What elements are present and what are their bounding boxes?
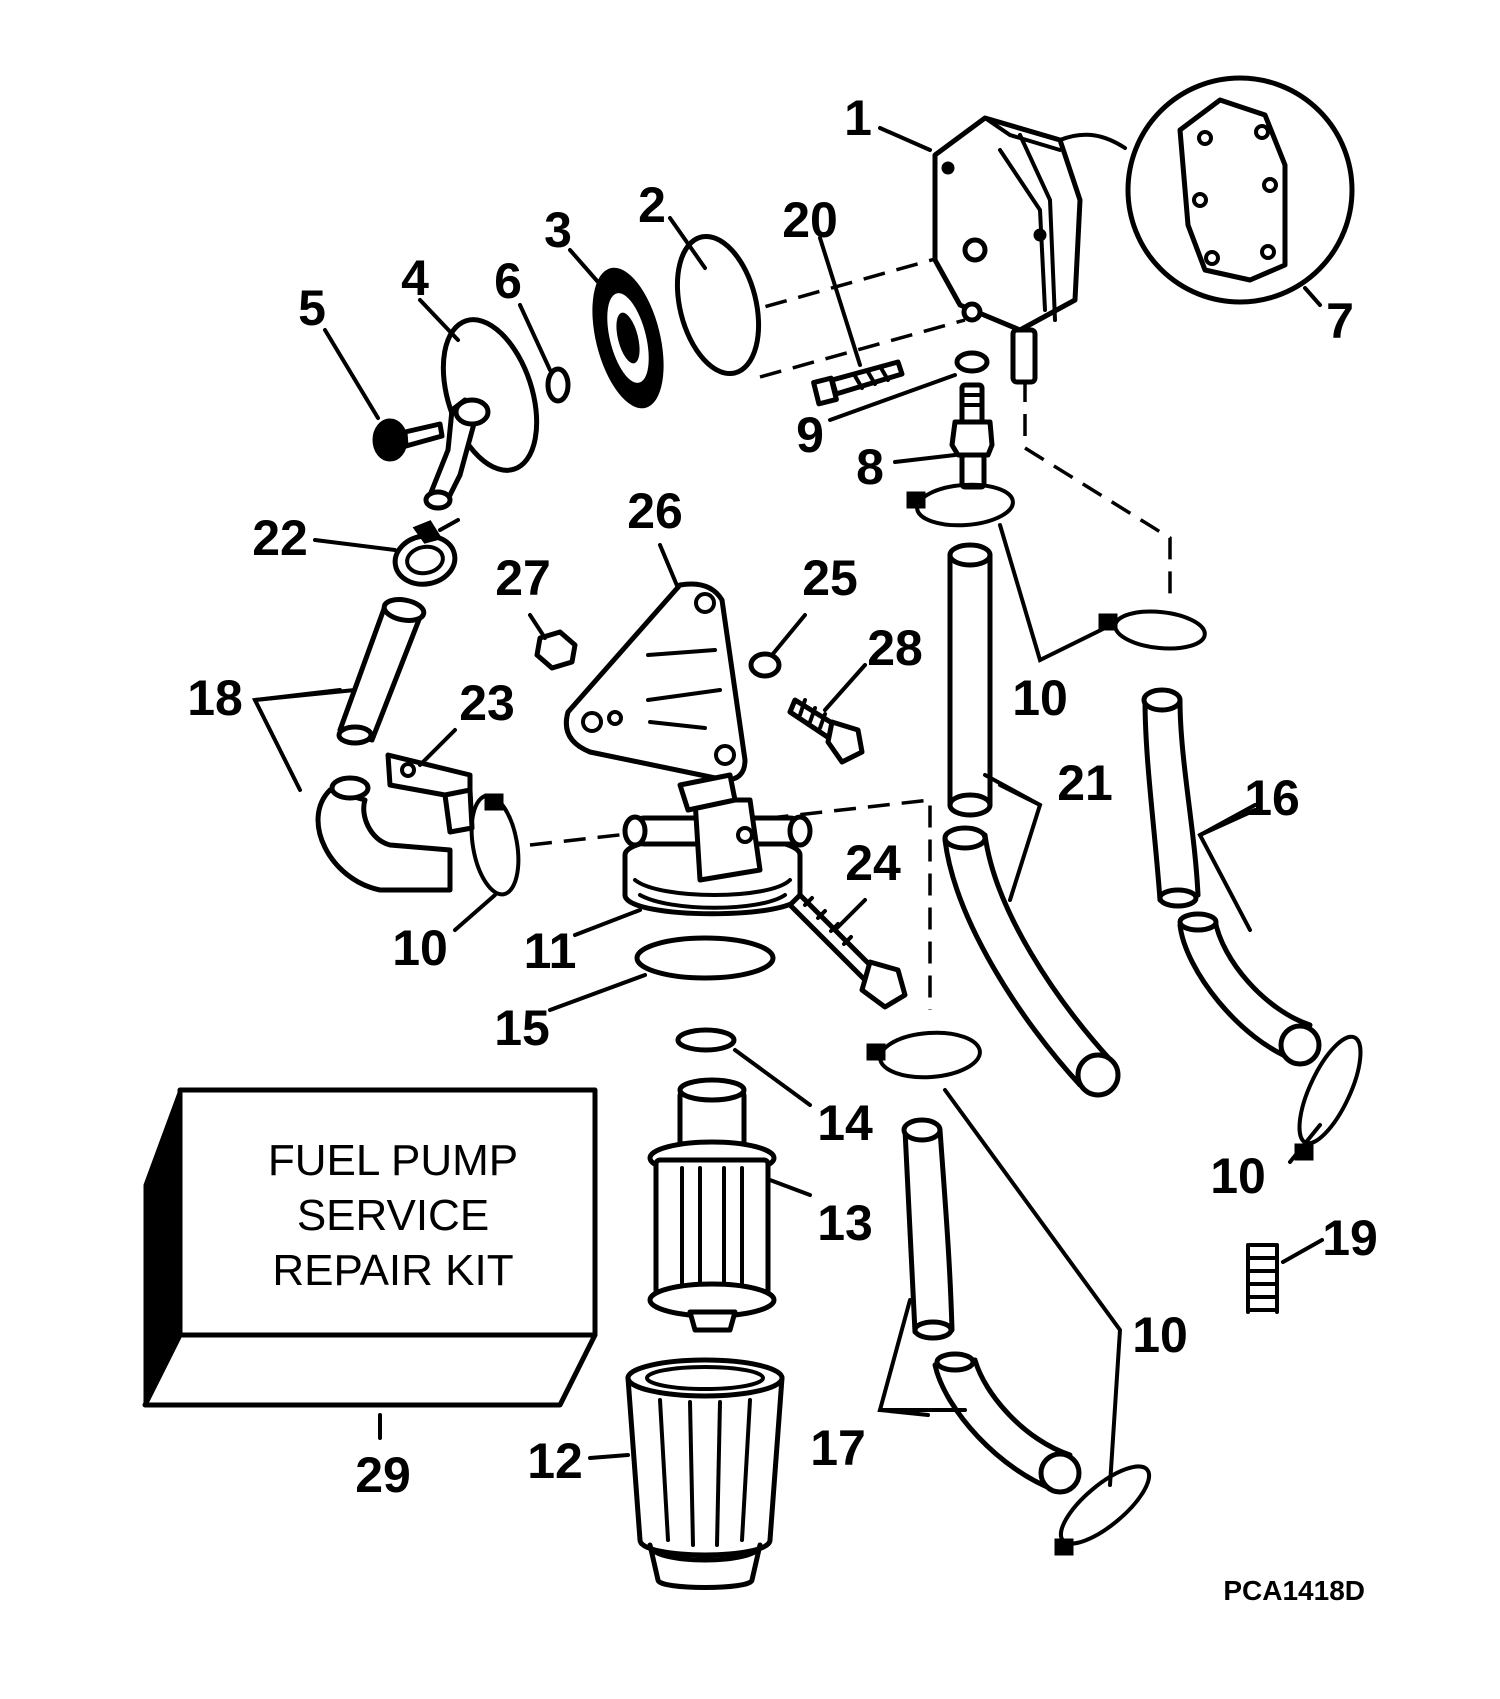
- part-18-hoses: [315, 597, 453, 893]
- label-17: 17: [810, 1420, 866, 1476]
- label-23: 23: [459, 675, 515, 731]
- part-19-spring: [1246, 1243, 1279, 1314]
- part-5-screw: [372, 418, 445, 462]
- part-9-washer: [954, 350, 990, 374]
- label-21: 21: [1057, 755, 1113, 811]
- label-11: 11: [524, 923, 577, 979]
- kit-text-line-1: FUEL PUMP: [268, 1136, 518, 1185]
- label-13: 13: [817, 1195, 873, 1251]
- part-21-hoses: [942, 542, 1121, 1098]
- part-8-fitting: [949, 382, 995, 490]
- label-9: 9: [796, 407, 824, 463]
- label-25: 25: [802, 550, 858, 606]
- part-16-hoses: [1141, 687, 1322, 1067]
- part-23-bracket: [385, 752, 475, 835]
- label-29: 29: [355, 1447, 411, 1503]
- label-18: 18: [187, 670, 243, 726]
- label-24: 24: [845, 835, 901, 891]
- part-4-pump-cover: [423, 317, 540, 511]
- part-17-hoses: [901, 1117, 1082, 1495]
- part-28-bolt: [787, 697, 865, 765]
- label-7: 7: [1326, 293, 1354, 349]
- label-10-top: 10: [1012, 670, 1068, 726]
- part-27-nut: [534, 629, 578, 671]
- part-13-filter-element: [647, 1077, 777, 1333]
- label-2: 2: [638, 177, 666, 233]
- part-20-bolt: [811, 359, 905, 407]
- part-number-labels: 1 2 3 4 5 6 7 8 9 10 10 10 10 11 12 13 1…: [187, 90, 1378, 1503]
- label-8: 8: [856, 439, 884, 495]
- label-10-bottom: 10: [1132, 1307, 1188, 1363]
- label-15: 15: [494, 1000, 550, 1056]
- label-16: 16: [1244, 770, 1300, 826]
- part-22-clamp: [392, 518, 460, 587]
- label-20: 20: [782, 192, 838, 248]
- label-14: 14: [817, 1095, 873, 1151]
- label-19: 19: [1322, 1210, 1378, 1266]
- label-5: 5: [298, 280, 326, 336]
- label-12: 12: [527, 1433, 583, 1489]
- part-1-fuel-pump-body: [932, 115, 1127, 385]
- leader-lines: [251, 126, 1324, 1487]
- label-4: 4: [401, 250, 429, 306]
- label-26: 26: [627, 483, 683, 539]
- part-2-o-ring: [674, 233, 762, 377]
- part-12-filter-bowl: [625, 1357, 785, 1590]
- part-11-filter-head: [622, 772, 813, 917]
- label-10-right: 10: [1210, 1148, 1266, 1204]
- part-15-o-ring: [634, 935, 776, 981]
- label-28: 28: [867, 620, 923, 676]
- label-22: 22: [252, 510, 308, 566]
- kit-text-line-3: REPAIR KIT: [272, 1246, 513, 1295]
- label-1: 1: [844, 90, 872, 146]
- part-26-mounting-plate: [563, 581, 748, 783]
- part-29-service-kit-box: FUEL PUMP SERVICE REPAIR KIT: [142, 1087, 598, 1408]
- part-3-filter-screen: [592, 267, 664, 409]
- part-25-washer: [748, 651, 782, 679]
- part-7-gasket-detail: [1125, 75, 1355, 305]
- part-14-small-ring: [675, 1027, 737, 1053]
- part-6-small-o-ring: [545, 366, 571, 404]
- label-10-left: 10: [392, 920, 448, 976]
- label-27: 27: [495, 550, 551, 606]
- kit-text-line-2: SERVICE: [297, 1191, 489, 1240]
- part-24-long-bolt: [787, 892, 908, 1010]
- label-6: 6: [494, 253, 522, 309]
- reference-code: PCA1418D: [1223, 1575, 1365, 1606]
- label-3: 3: [544, 202, 572, 258]
